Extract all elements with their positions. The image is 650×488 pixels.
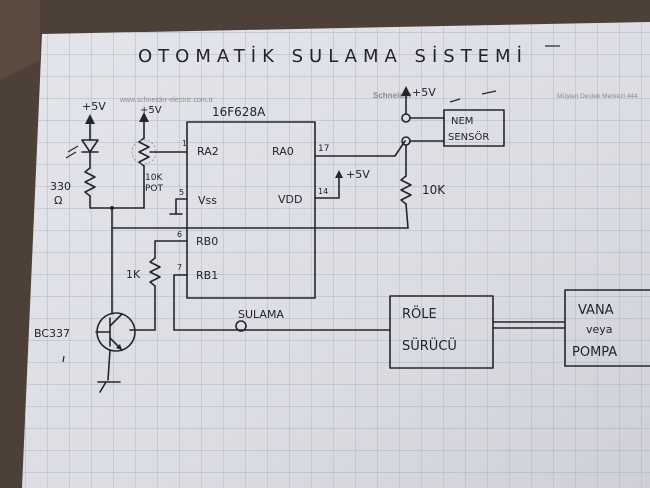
pin-6-number: 6: [177, 230, 182, 239]
wire-vss: [175, 198, 188, 215]
vdd-supply-label: +5V: [346, 168, 370, 181]
pin-1-number: 1: [182, 139, 187, 148]
wire-rb0: [154, 240, 188, 259]
printed-service-line: Müşteri Destek Merkezi 444: [557, 93, 638, 100]
pin-17-number: 17: [318, 144, 329, 154]
pot-label: POT: [145, 184, 164, 194]
led-resistor-value: 330: [50, 180, 71, 193]
sensor-label-line1: NEM: [451, 116, 473, 127]
pic-chip-body: [186, 121, 316, 299]
pin-rb0-label: RB0: [196, 235, 218, 248]
led-diode: [81, 139, 99, 153]
transistor-label: BC337: [34, 327, 70, 340]
valve-label-line3: POMPA: [572, 345, 617, 360]
wire-ra0: [314, 140, 406, 157]
relay-label-line2: SÜRÜCÜ: [402, 337, 457, 354]
pin-5-number: 5: [179, 188, 184, 197]
led-resistor-unit: Ω: [54, 194, 62, 207]
sensor-label-line2: SENSÖR: [448, 130, 489, 143]
led-resistor: [84, 167, 96, 197]
wire-rb1-sulama: [173, 274, 391, 331]
wire-vdd: [314, 175, 340, 199]
pullup-value: 10K: [422, 183, 446, 197]
pullup-resistor: [400, 175, 412, 205]
sensor-supply-label: +5V: [412, 86, 436, 99]
pot-value: 10K: [145, 173, 163, 183]
printed-website: www.schneider-electric.com.tr: [119, 97, 214, 104]
wire-base: [129, 285, 156, 331]
base-resistor-value: 1K: [126, 268, 141, 281]
diagram-title: OTOMATİK SULAMA SİSTEMİ: [138, 46, 528, 67]
pin-7-number: 7: [177, 263, 182, 272]
relay-driver-box: [389, 295, 494, 369]
led-supply-label: +5V: [82, 100, 106, 113]
valve-label-line1: VANA: [578, 303, 614, 318]
valve-pump-box: [564, 289, 650, 367]
relay-label-line1: RÖLE: [402, 305, 437, 322]
pin-ra2-label: RA2: [197, 145, 219, 158]
printed-brand: Schneider: [373, 91, 412, 100]
sulama-node: [235, 320, 247, 332]
sulama-label: SULAMA: [238, 308, 284, 321]
pin-ra0-label: RA0: [272, 145, 294, 158]
pin-rb1-label: RB1: [196, 269, 218, 282]
pin-vdd-label: VDD: [278, 193, 302, 206]
pin-vss-label: Vss: [198, 194, 217, 207]
wire-led-ground: [89, 195, 113, 209]
valve-label-line2: veya: [586, 323, 613, 336]
pin-14-number: 14: [318, 187, 328, 196]
pot-supply-label: +5V: [140, 105, 162, 116]
chip-label: 16F628A: [212, 105, 266, 119]
potentiometer: [138, 137, 150, 167]
base-resistor: [149, 257, 161, 287]
nem-sensor-box: [443, 109, 505, 147]
